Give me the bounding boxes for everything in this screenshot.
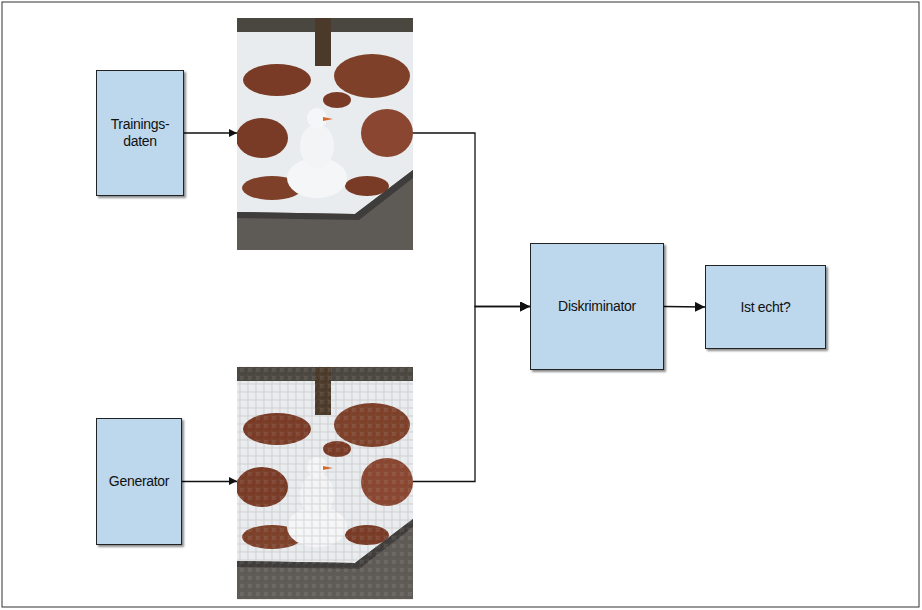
- node-label: Generator: [109, 473, 169, 490]
- process-box: Generator: [96, 418, 182, 545]
- process-box: Diskriminator: [530, 243, 664, 370]
- generated-photo: [236, 366, 413, 600]
- node-label: Ist echt?: [740, 299, 790, 316]
- node-label: Trainings- daten: [103, 116, 177, 150]
- real-photo: [236, 18, 413, 250]
- arrowhead: [229, 129, 237, 137]
- node-label: Diskriminator: [558, 298, 636, 315]
- arrowhead: [229, 477, 237, 485]
- connector: [664, 306, 705, 308]
- input-box: Trainings- daten: [96, 70, 184, 196]
- output-box: Ist echt?: [705, 265, 826, 349]
